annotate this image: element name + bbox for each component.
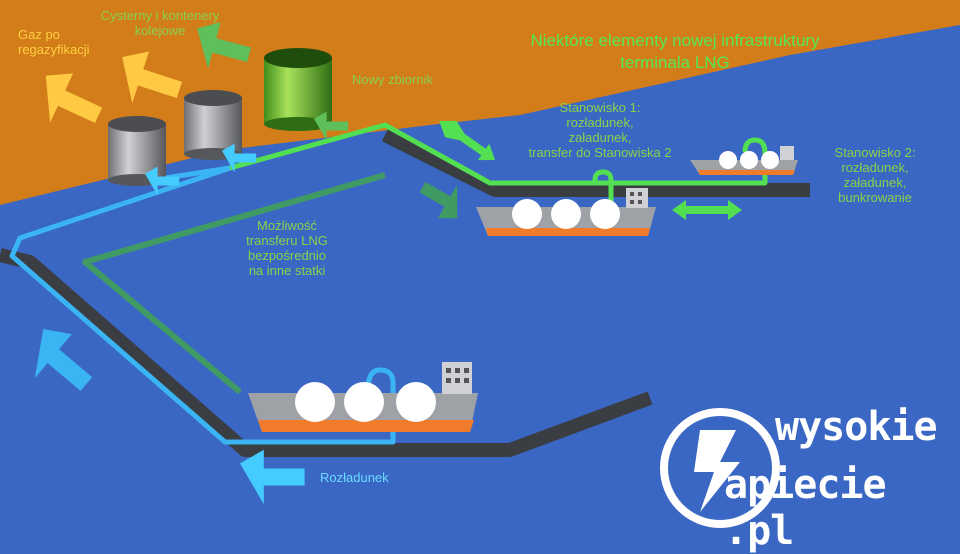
title-line-1: Niektóre elementy nowej infrastruktury xyxy=(530,31,820,50)
label-line: Cysterny i kontenery xyxy=(100,8,220,23)
jetty-pier xyxy=(381,128,810,197)
lng-carrier-icon xyxy=(248,362,478,432)
pipe-connector-1 xyxy=(592,169,614,202)
label-berth-1: Stanowisko 1: rozładunek, załadunek, tra… xyxy=(505,100,695,160)
label-line: załadunek, xyxy=(568,130,632,145)
title-line-2: terminala LNG xyxy=(620,53,730,72)
brand-wordmark-line-1: wysokie xyxy=(775,404,938,450)
lng-carrier-icon xyxy=(690,146,798,175)
label-line: rozładunek, xyxy=(566,115,634,130)
label-regasification: Gaz po regazyfikacji xyxy=(18,27,90,57)
arrow-icon xyxy=(145,166,180,196)
label-berth-2: Stanowisko 2: rozładunek, załadunek, bun… xyxy=(815,145,935,205)
label-line: Stanowisko 1: xyxy=(559,100,641,115)
arrow-icon xyxy=(439,120,495,161)
arrow-icon xyxy=(240,449,305,505)
arrow-icon xyxy=(34,328,93,391)
label-line: bunkrowanie xyxy=(838,190,912,205)
lightning-logo-icon xyxy=(660,408,780,528)
label-line: na inne statki xyxy=(248,263,326,278)
pipe-green-transfer xyxy=(82,172,386,395)
main-pier xyxy=(0,248,653,457)
arrow-icon xyxy=(222,143,257,173)
label-line: Możliwość xyxy=(257,218,317,233)
pipe-connector-3 xyxy=(365,367,396,391)
lng-carrier-icon xyxy=(476,188,656,236)
diagram-title: Niektóre elementy nowej infrastruktury t… xyxy=(470,30,880,74)
label-line: transfer do Stanowiska 2 xyxy=(528,145,672,160)
arrow-icon xyxy=(122,51,183,104)
arrow-icon xyxy=(197,22,251,69)
arrow-icon xyxy=(314,111,349,141)
label-new-tank: Nowy zbiornik xyxy=(352,72,433,87)
label-line: załadunek, xyxy=(843,175,907,190)
label-line: bezpośrednio xyxy=(247,248,327,263)
label-transfer: Możliwość transferu LNG bezpośrednio na … xyxy=(222,218,352,278)
terminal-diagram xyxy=(0,0,960,528)
pipe-connector-2 xyxy=(742,137,768,154)
label-line: transferu LNG xyxy=(246,233,328,248)
brand-wordmark-line-2: apiecie .pl xyxy=(724,462,887,554)
arrow-icon xyxy=(45,73,103,124)
label-line: Gaz po xyxy=(18,27,60,42)
label-line: rozładunek, xyxy=(841,160,909,175)
arrow-icon xyxy=(419,182,458,219)
label-line: kolejowe xyxy=(134,23,186,38)
label-line: Stanowisko 2: xyxy=(834,145,916,160)
label-rail: Cysterny i kontenery kolejowe xyxy=(80,8,240,38)
arrow-icon xyxy=(672,200,742,220)
label-unload: Rozładunek xyxy=(320,470,389,485)
label-line: regazyfikacji xyxy=(18,42,90,57)
